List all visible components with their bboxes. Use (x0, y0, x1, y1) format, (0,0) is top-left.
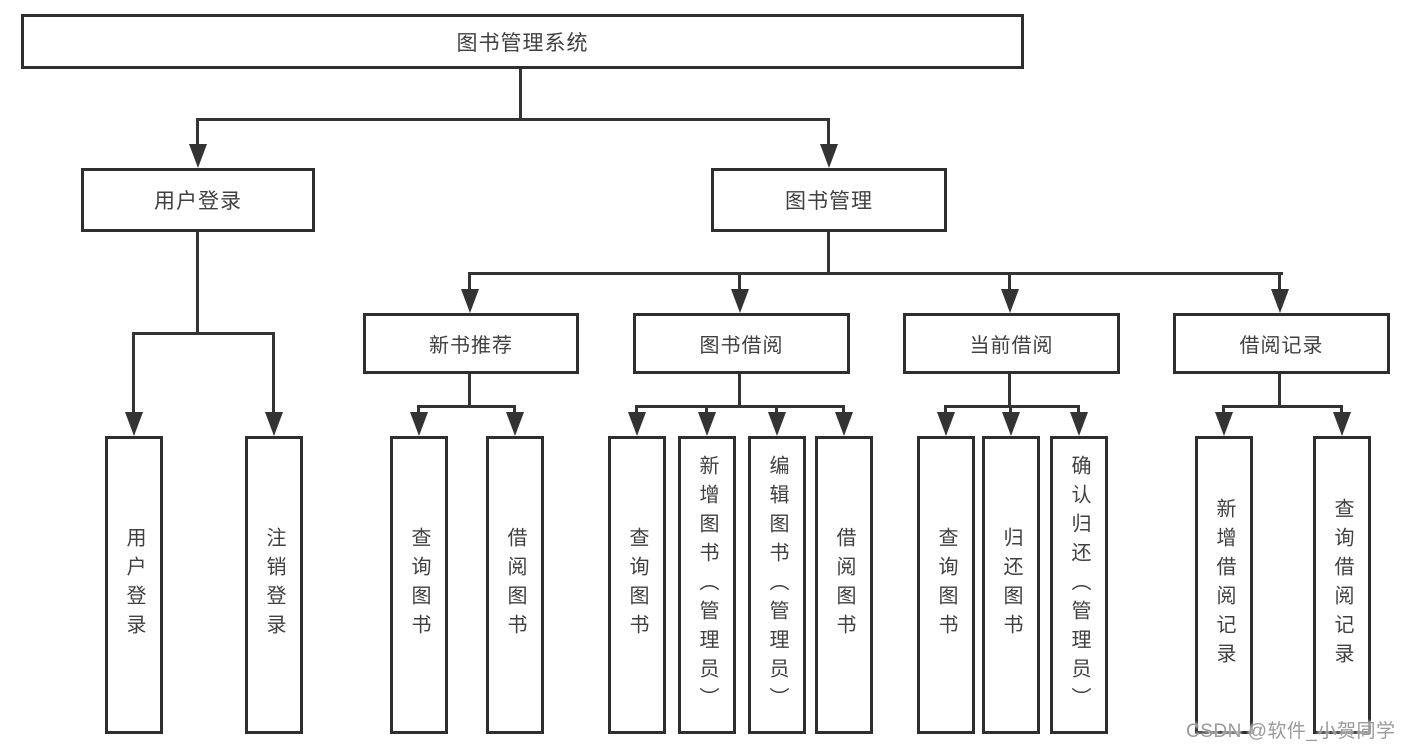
leaf-borrow-add-admin: 新增图书（管理员） (678, 436, 736, 734)
connector-drop-leaf (1077, 405, 1080, 415)
connector-drop-leaf (1009, 405, 1012, 415)
connector-root-stem (519, 69, 522, 120)
leaf-records-add-label: 新增借阅记录 (1213, 498, 1235, 672)
leaf-user-login-label: 用户登录 (123, 527, 145, 643)
arrowhead-down-icon (835, 412, 853, 436)
connector-current-horizontal (944, 405, 1080, 408)
connector-drop-book-mgmt (827, 118, 830, 146)
connector-bookmgmt-stem (827, 232, 830, 275)
connector-drop-leaf (417, 405, 420, 415)
connector-drop-leaf-login (132, 332, 135, 414)
leaf-borrow-borrow: 借阅图书 (815, 436, 873, 734)
leaf-current-confirm-admin: 确认归还（管理员） (1050, 436, 1108, 734)
connector-drop-newbook (468, 272, 471, 292)
node-current-borrow: 当前借阅 (903, 313, 1120, 374)
connector-newbook-horizontal (417, 405, 516, 408)
arrowhead-down-icon (125, 412, 143, 436)
leaf-borrow-query: 查询图书 (608, 436, 666, 734)
connector-userlogin-stem (196, 232, 199, 334)
arrowhead-down-icon (768, 412, 786, 436)
node-new-book-rec: 新书推荐 (363, 313, 579, 374)
leaf-newbook-borrow-label: 借阅图书 (504, 527, 526, 643)
connector-drop-borrow (738, 272, 741, 292)
node-new-book-rec-label: 新书推荐 (429, 335, 513, 357)
leaf-user-login: 用户登录 (105, 436, 163, 734)
leaf-borrow-query-label: 查询图书 (626, 527, 648, 643)
arrowhead-down-icon (1271, 289, 1289, 313)
connector-root-horizontal (196, 118, 830, 121)
node-user-login: 用户登录 (81, 168, 315, 232)
node-root-label: 图书管理系统 (456, 31, 589, 55)
arrowhead-down-icon (1001, 289, 1019, 313)
leaf-current-query: 查询图书 (917, 436, 975, 734)
connector-drop-leaf (1222, 405, 1225, 415)
connector-records-horizontal (1222, 405, 1343, 408)
node-current-borrow-label: 当前借阅 (969, 335, 1054, 357)
leaf-current-return: 归还图书 (982, 436, 1040, 734)
node-borrow-records: 借阅记录 (1173, 313, 1390, 374)
connector-drop-user-login (196, 118, 199, 146)
leaf-newbook-query-label: 查询图书 (408, 527, 430, 643)
connector-level3-horizontal (468, 272, 1283, 275)
leaf-current-confirm-admin-label: 确认归还（管理员） (1068, 454, 1090, 716)
leaf-current-query-label: 查询图书 (935, 527, 957, 643)
node-user-login-label: 用户登录 (154, 190, 242, 213)
node-book-borrow: 图书借阅 (633, 313, 850, 374)
connector-drop-leaf (705, 405, 708, 415)
leaf-records-query-label: 查询借阅记录 (1331, 498, 1353, 672)
leaf-records-query: 查询借阅记录 (1313, 436, 1371, 734)
connector-borrow-horizontal (635, 405, 845, 408)
arrowhead-down-icon (820, 144, 838, 168)
node-borrow-records-label: 借阅记录 (1239, 335, 1324, 357)
arrowhead-down-icon (189, 144, 207, 168)
arrowhead-down-icon (265, 412, 283, 436)
arrowhead-down-icon (937, 412, 955, 436)
connector-newbook-stem (468, 374, 471, 407)
connector-userlogin-horizontal (132, 332, 275, 335)
node-book-borrow-label: 图书借阅 (699, 335, 784, 357)
arrowhead-down-icon (731, 289, 749, 313)
leaf-newbook-query: 查询图书 (390, 436, 448, 734)
arrowhead-down-icon (461, 289, 479, 313)
connector-drop-leaf (775, 405, 778, 415)
connector-drop-leaf-logout (272, 332, 275, 414)
connector-drop-leaf (635, 405, 638, 415)
leaf-borrow-add-admin-label: 新增图书（管理员） (696, 454, 718, 716)
connector-current-stem (1008, 374, 1011, 407)
arrowhead-down-icon (1215, 412, 1233, 436)
arrowhead-down-icon (1070, 412, 1088, 436)
connector-drop-leaf (944, 405, 947, 415)
node-book-mgmt-label: 图书管理 (785, 190, 873, 213)
leaf-newbook-borrow: 借阅图书 (486, 436, 544, 734)
arrowhead-down-icon (698, 412, 716, 436)
leaf-logout-label: 注销登录 (263, 527, 285, 643)
arrowhead-down-icon (410, 412, 428, 436)
leaf-borrow-edit-admin-label: 编辑图书（管理员） (766, 454, 788, 716)
connector-drop-leaf (842, 405, 845, 415)
leaf-borrow-borrow-label: 借阅图书 (833, 527, 855, 643)
arrowhead-down-icon (1333, 412, 1351, 436)
leaf-borrow-edit-admin: 编辑图书（管理员） (748, 436, 806, 734)
watermark: CSDN @软件_小贺同学 (1186, 721, 1396, 742)
arrowhead-down-icon (1002, 412, 1020, 436)
leaf-records-add: 新增借阅记录 (1195, 436, 1253, 734)
connector-drop-records (1278, 272, 1281, 292)
connector-drop-current (1008, 272, 1011, 292)
leaf-current-return-label: 归还图书 (1000, 527, 1022, 643)
connector-drop-leaf (513, 405, 516, 415)
arrowhead-down-icon (506, 412, 524, 436)
connector-records-stem (1278, 374, 1281, 407)
connector-borrow-stem (738, 374, 741, 407)
node-book-mgmt: 图书管理 (711, 168, 947, 232)
node-root: 图书管理系统 (21, 14, 1024, 69)
arrowhead-down-icon (628, 412, 646, 436)
connector-drop-leaf (1340, 405, 1343, 415)
leaf-logout: 注销登录 (245, 436, 303, 734)
